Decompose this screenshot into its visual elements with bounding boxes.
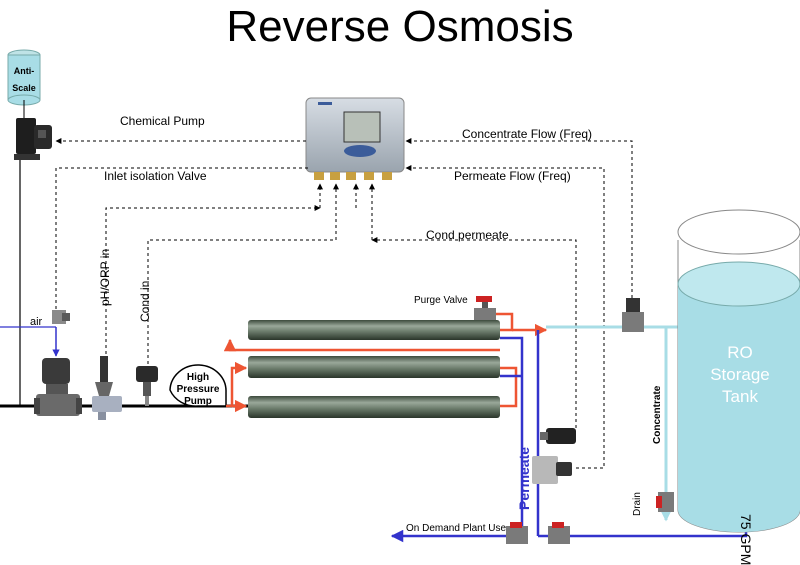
permeate-collector-1 (500, 336, 524, 406)
tank-line-1: RO (727, 343, 753, 362)
on-demand-valve-1-icon (506, 522, 528, 544)
concentrate-flow-signal (405, 138, 633, 298)
ro-storage-tank-label: RO Storage Tank (680, 342, 800, 408)
inlet-valve-signal (55, 167, 308, 310)
anti-scale-label: Anti- Scale (8, 63, 40, 97)
membrane-3 (248, 396, 500, 418)
permeate-flow-meter-icon (532, 456, 572, 484)
permeate-piping (390, 330, 753, 543)
cond-in-label: Cond in (138, 280, 152, 322)
high-pressure-pump-icon (169, 364, 227, 407)
on-demand-label: On Demand Plant Use (406, 523, 507, 534)
anti-scale-line-1: Anti- (13, 66, 35, 76)
cond-permeate-label: Cond permeate (426, 228, 509, 242)
reject-loop-lower (500, 366, 518, 408)
cond-permeate-sensor-icon (540, 428, 576, 444)
diagram-title: Reverse Osmosis (226, 2, 574, 51)
reject-loop-upper (223, 338, 500, 352)
chemical-pump-icon (14, 118, 52, 160)
permeate-flow-label: Permeate Flow (Freq) (454, 169, 571, 183)
air-label: air (30, 316, 43, 328)
inlet-isolation-valve-label: Inlet isolation Valve (104, 169, 207, 183)
concentrate-label: Concentrate (652, 385, 663, 444)
anti-scale-line-2: Scale (12, 83, 36, 93)
purge-line (488, 312, 514, 332)
permeate-label: Permeate (516, 446, 532, 510)
feed-to-membrane-2 (226, 361, 248, 408)
ro-storage-tank (677, 209, 800, 533)
inlet-isolation-valve-icon (34, 358, 82, 416)
cond-permeate-signal (371, 237, 577, 428)
cond-in-signal (147, 239, 336, 364)
ph-orp-label: pH/ORP in (98, 248, 112, 306)
concentrate-piping (546, 325, 678, 522)
ph-orp-sensor-icon (92, 356, 122, 420)
membrane-2 (248, 356, 500, 378)
cond-in-sensor-icon (136, 366, 158, 406)
signal-lines (55, 138, 633, 469)
gpm-text: 75 GPM (738, 514, 754, 565)
pump-line-2: Pressure (176, 384, 220, 395)
pump-line-3: Pump (184, 396, 212, 407)
tank-line-3: Tank (722, 387, 758, 406)
drain-label: Drain (632, 492, 643, 516)
concentrate-flow-meter-icon (622, 298, 644, 332)
ph-orp-signal (105, 205, 321, 354)
membrane-1 (248, 320, 500, 340)
feed-piping (223, 312, 548, 413)
purge-valve-label: Purge Valve (414, 295, 468, 306)
air-solenoid-icon (52, 310, 70, 324)
permeate-flow-signal (405, 165, 605, 469)
chemical-pump-label: Chemical Pump (120, 114, 205, 128)
purge-valve-icon (474, 296, 496, 320)
drain-valve-icon (656, 492, 674, 512)
tank-line-2: Storage (710, 365, 770, 384)
controller-icon (305, 97, 405, 180)
concentrate-flow-label: Concentrate Flow (Freq) (462, 127, 593, 141)
gpm-label: 75 GPM (738, 514, 754, 565)
process-diagram (0, 49, 800, 544)
pump-line-1: High (186, 372, 210, 383)
on-demand-valve-2-icon (548, 522, 570, 544)
high-pressure-pump-label: High Pressure Pump (170, 372, 226, 408)
